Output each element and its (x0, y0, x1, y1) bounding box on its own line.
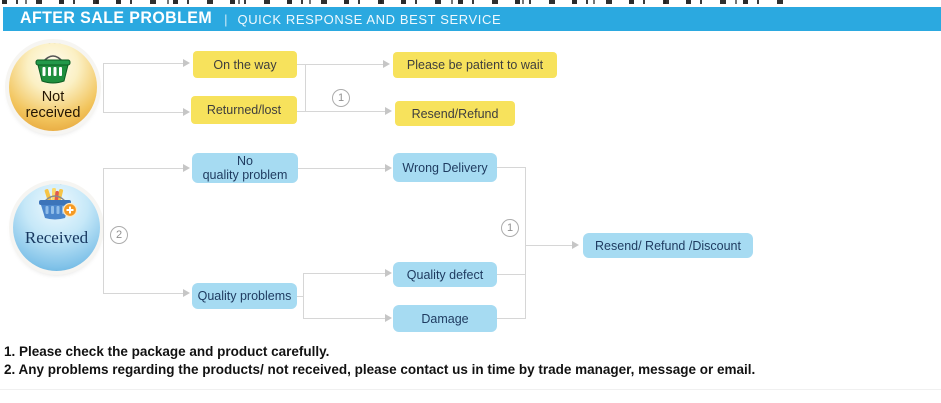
node-quality-problems: Quality problems (192, 283, 297, 309)
step-marker-2: 2 (110, 226, 128, 244)
arrowhead (183, 108, 190, 116)
connector-line (103, 63, 104, 113)
note-line-1: 1. Please check the package and product … (4, 344, 330, 359)
node-resend-refund: Resend/Refund (395, 101, 515, 126)
start-node-label: Not received (25, 89, 81, 121)
node-damage: Damage (393, 305, 497, 332)
connector-line (103, 63, 183, 64)
connector-line (103, 112, 183, 113)
green-basket-icon (35, 55, 71, 84)
arrowhead (183, 289, 190, 297)
note-line-2: 2. Any problems regarding the products/ … (4, 362, 756, 377)
connector-line (303, 318, 385, 319)
arrowhead (183, 59, 190, 67)
start-node-not-received: Not received (9, 43, 97, 131)
connector-line (297, 296, 304, 297)
connector-line (297, 64, 383, 65)
connector-line (497, 318, 525, 319)
node-returned-lost: Returned/lost (191, 96, 297, 124)
blue-basket-plus-icon (39, 188, 78, 220)
start-node-label: Received (24, 228, 89, 247)
header-separator: | (224, 11, 228, 27)
bottom-divider (0, 389, 941, 390)
page-subtitle: QUICK RESPONSE AND BEST SERVICE (237, 11, 502, 27)
connector-line (303, 273, 385, 274)
connector-line (297, 111, 385, 112)
arrowhead (385, 269, 392, 277)
connector-line (305, 64, 306, 111)
arrowhead (572, 241, 579, 249)
node-quality-defect: Quality defect (393, 262, 497, 287)
node-label: quality problem (202, 168, 288, 182)
node-please-wait: Please be patient to wait (393, 52, 557, 78)
connector-line (103, 168, 104, 293)
connector-line (497, 167, 525, 168)
arrowhead (385, 164, 392, 172)
connector-line (525, 245, 572, 246)
connector-line (103, 168, 183, 169)
cropped-text-artifact (2, 0, 792, 4)
header-bar: AFTER SALE PROBLEM | QUICK RESPONSE AND … (3, 7, 941, 31)
arrowhead (383, 60, 390, 68)
node-no-quality-problem: No quality problem (192, 153, 298, 183)
connector-line (298, 168, 385, 169)
connector-line (103, 293, 183, 294)
arrowhead (385, 314, 392, 322)
step-marker-1: 1 (501, 219, 519, 237)
connector-line (497, 274, 525, 275)
node-wrong-delivery: Wrong Delivery (393, 153, 497, 182)
node-label: No (237, 154, 253, 168)
node-resend-refund-discount: Resend/ Refund /Discount (583, 233, 753, 258)
arrowhead (385, 107, 392, 115)
page-title: AFTER SALE PROBLEM (20, 9, 213, 28)
connector-line (303, 273, 304, 319)
start-node-received: Received (13, 184, 100, 271)
step-marker-1: 1 (332, 89, 350, 107)
arrowhead (183, 164, 190, 172)
connector-line (525, 167, 526, 319)
node-on-the-way: On the way (193, 51, 297, 78)
